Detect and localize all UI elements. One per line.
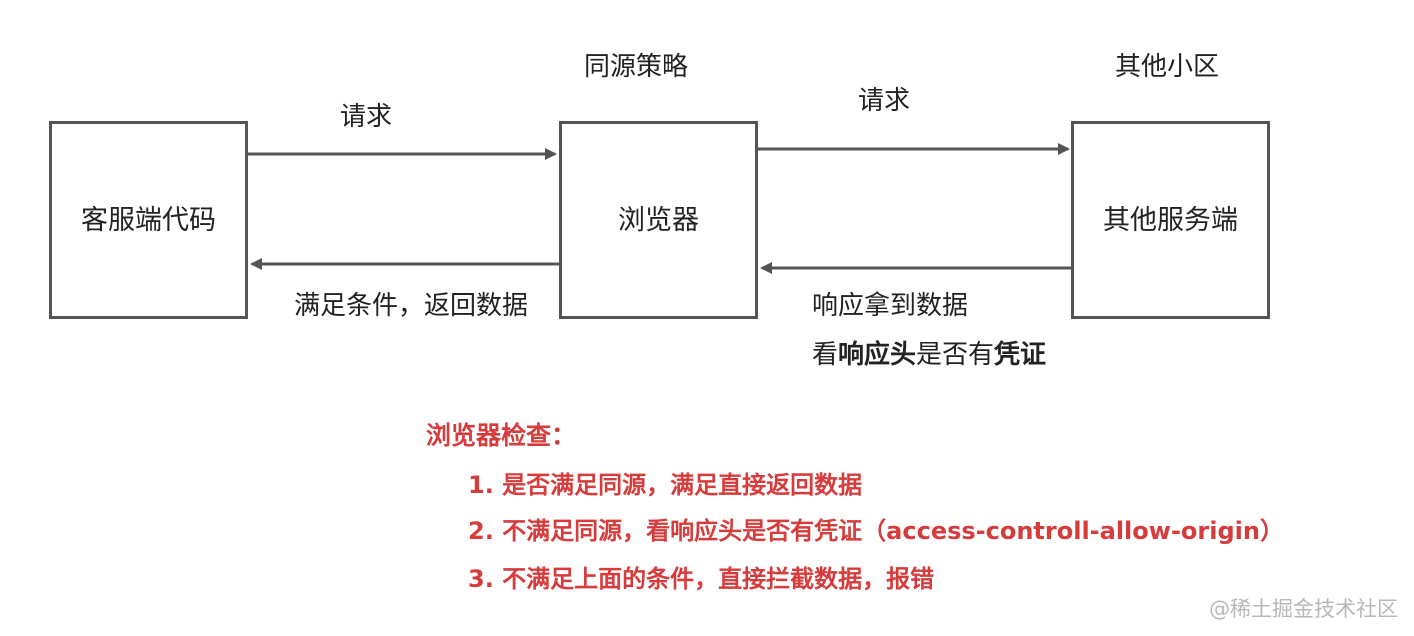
credential-note-credential: 凭证 — [994, 340, 1047, 370]
request-label-right: 请求 — [858, 86, 911, 116]
browser-check-item-3: 3. 不满足上面的条件，直接拦截数据，报错 — [468, 565, 935, 593]
browser-box: 浏览器 — [559, 121, 758, 319]
request-label-left: 请求 — [340, 102, 393, 132]
response-data-label: 响应拿到数据 — [812, 291, 969, 321]
other-neighborhood-header: 其他小区 — [1115, 52, 1220, 82]
same-origin-policy-header: 同源策略 — [584, 52, 689, 82]
browser-label: 浏览器 — [618, 204, 699, 236]
return-data-label: 满足条件，返回数据 — [294, 291, 529, 321]
credential-note-prefix: 看 — [812, 340, 839, 370]
credential-note-middle: 是否有 — [916, 340, 995, 370]
credential-note: 看响应头是否有凭证 — [812, 342, 1046, 368]
browser-check-item-2: 2. 不满足同源，看响应头是否有凭证（access-controll-allow… — [468, 517, 1284, 545]
other-server-label: 其他服务端 — [1103, 204, 1238, 236]
browser-check-item-1: 1. 是否满足同源，满足直接返回数据 — [468, 471, 863, 499]
browser-check-title: 浏览器检查： — [426, 421, 577, 450]
credential-note-response-header: 响应头 — [838, 340, 917, 370]
other-server-box: 其他服务端 — [1071, 121, 1270, 319]
client-code-box: 客服端代码 — [49, 121, 248, 319]
client-code-label: 客服端代码 — [81, 204, 216, 236]
watermark-text: @稀土掘金技术社区 — [1209, 597, 1398, 621]
